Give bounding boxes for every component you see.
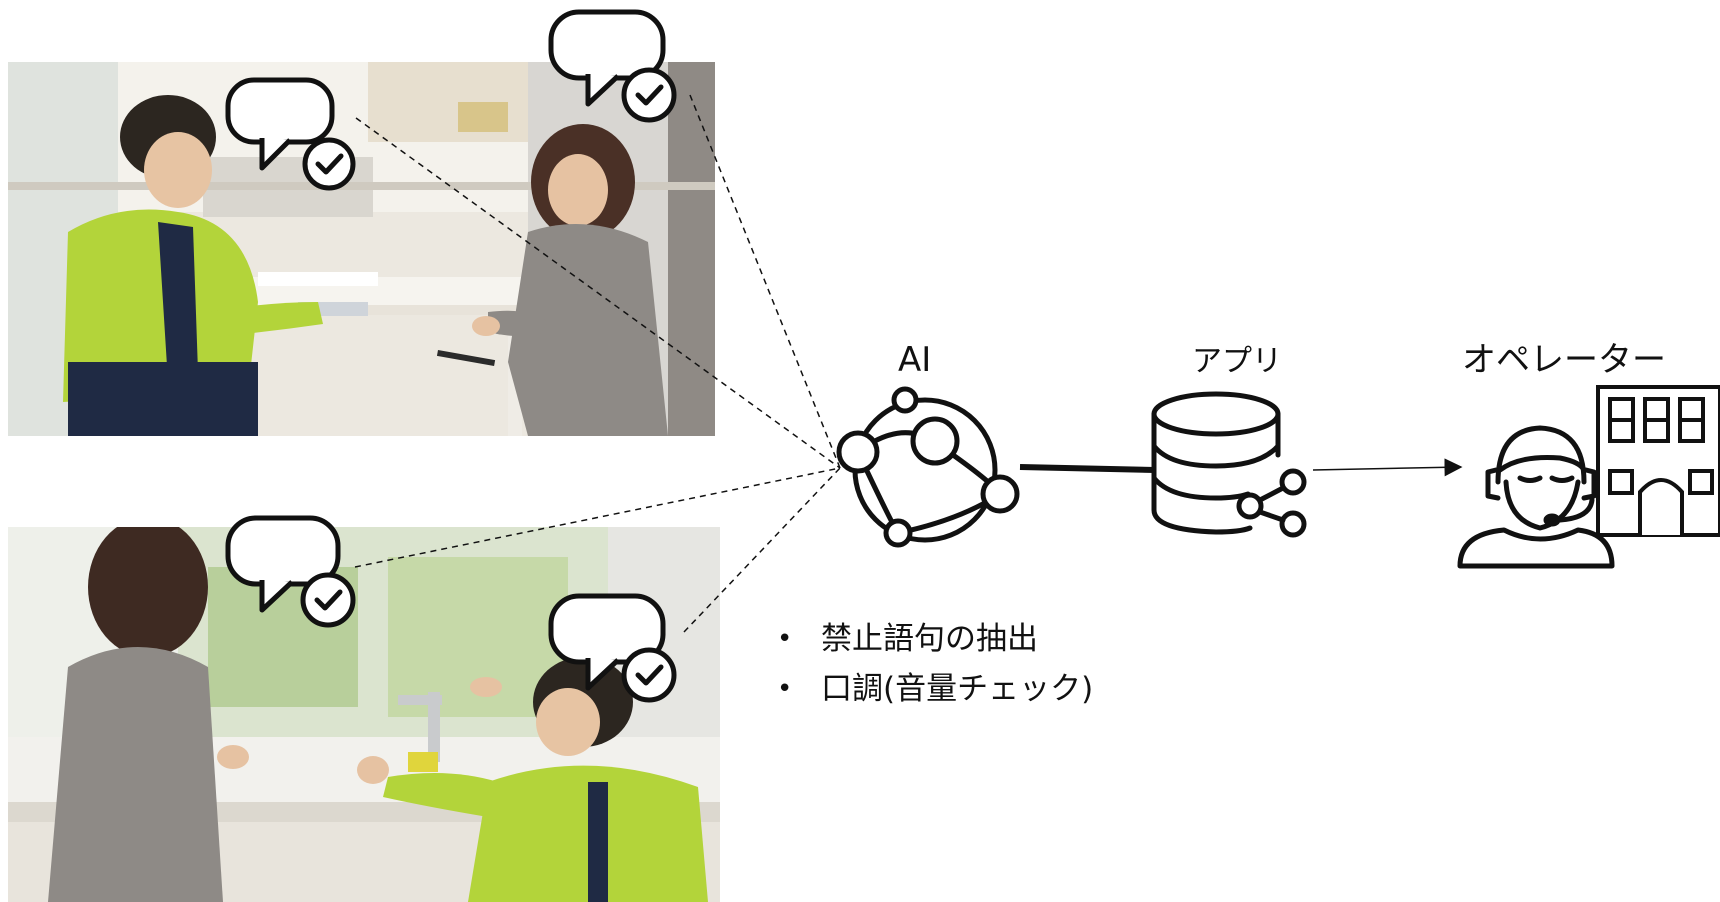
ai-node-label: AI: [898, 340, 932, 380]
ai-function-list: • 禁止語句の抽出 • 口調(音量チェック): [775, 614, 1093, 714]
ai-network-globe-icon: [836, 386, 1020, 548]
office-building-icon: [1596, 385, 1720, 537]
bullet-marker: •: [777, 624, 793, 654]
app-operator-arrow: [1312, 458, 1463, 477]
operator-headset-icon: [1457, 425, 1615, 569]
bullet-marker: •: [777, 674, 793, 704]
database-share-icon: [1151, 391, 1307, 538]
operator-node-label: オペレーター: [1462, 340, 1666, 380]
ai-function-label: 禁止語句の抽出: [821, 621, 1038, 657]
photo-kitchen-inspection: [8, 527, 720, 902]
ai-function-label: 口調(音量チェック): [821, 671, 1094, 707]
app-node-label: アプリ: [1192, 344, 1282, 379]
list-item: • 禁止語句の抽出: [775, 614, 1093, 664]
photo-consultation-table: [8, 62, 715, 436]
ai-app-connector: [1019, 464, 1156, 473]
list-item: • 口調(音量チェック): [775, 664, 1093, 714]
